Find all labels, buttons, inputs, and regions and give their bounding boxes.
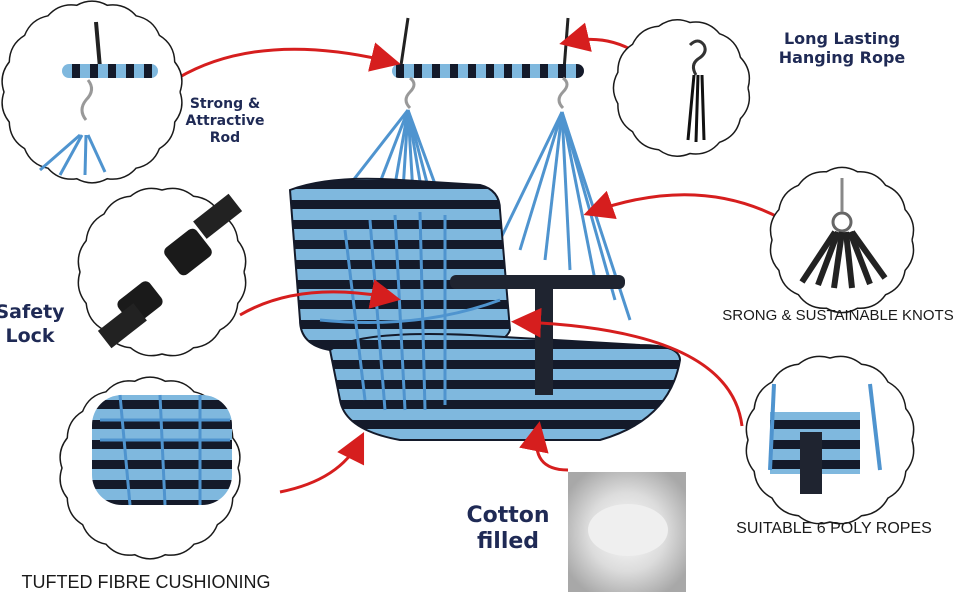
rope-label-line1: Long Lasting [784, 29, 900, 48]
cotton-label-line1: Cotton [466, 503, 549, 528]
knots-detail [799, 178, 888, 289]
swing-chair [288, 17, 682, 441]
safety-label-line2: Lock [5, 325, 54, 347]
cotton-label-line2: filled [477, 529, 539, 554]
knots-caption: SRONG & SUSTAINABLE KNOTS [722, 307, 953, 324]
red-arrow-icon [177, 42, 401, 80]
knot-icon [799, 230, 888, 289]
rod-detail [39, 21, 158, 176]
hanging-rope-scalloped-circle [612, 19, 751, 157]
red-arrow-icon [583, 190, 801, 232]
red-arrow-icon [511, 307, 744, 427]
safety-label-line1: Safety [0, 301, 65, 323]
hanging-rope-detail [686, 39, 707, 143]
buckle-detail [97, 193, 243, 349]
rod-label-line3: Rod [210, 130, 240, 146]
poly-ropes-caption: SUITABLE 6 POLY ROPES [736, 520, 932, 537]
s-hook-icon [404, 76, 416, 110]
s-hook-icon [688, 39, 707, 76]
rod [392, 64, 584, 78]
buckle-icon [164, 228, 212, 276]
cushion-detail [92, 394, 232, 506]
red-arrow-icon [519, 421, 569, 472]
cushioning-caption: TUFTED FIBRE CUSHIONING [21, 572, 270, 592]
poly-ropes-detail [768, 383, 882, 494]
red-arrow-icon [279, 431, 365, 494]
rod-label-line1: Strong & [190, 96, 260, 112]
s-hook-icon [557, 76, 569, 110]
rod-label-line2: Attractive [186, 113, 265, 129]
s-hook-icon [80, 79, 93, 121]
red-arrow-icon [239, 279, 401, 317]
rope-label-line2: Hanging Rope [779, 48, 906, 67]
